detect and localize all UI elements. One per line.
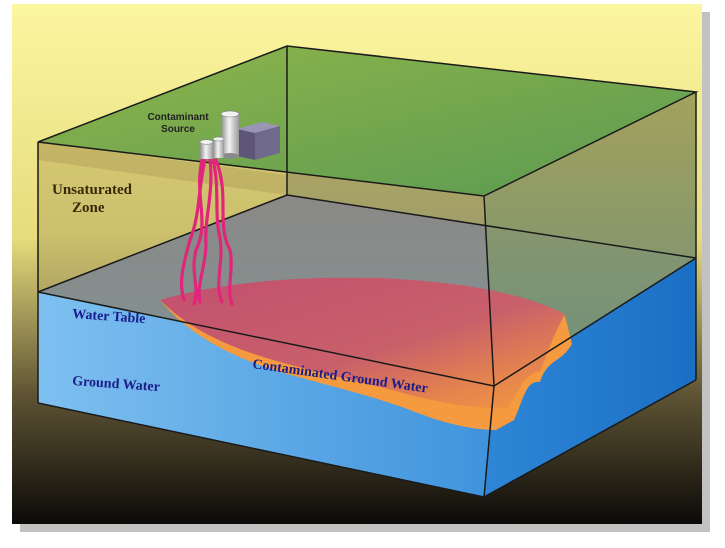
leak-streaks — [179, 158, 234, 306]
storage-tank-medium — [212, 136, 225, 158]
water-table-label: Water Table — [72, 307, 146, 327]
unsaturated-zone-label-line2: Zone — [72, 200, 105, 216]
saturated-zone-right-face — [484, 258, 696, 497]
storage-building-roof — [237, 122, 280, 133]
storage-building-side — [255, 126, 280, 160]
contaminant-source-label-line1: Contaminant — [147, 112, 209, 123]
storage-tank-large — [220, 110, 240, 159]
contaminant-source-label-line2: Source — [161, 124, 195, 135]
saturated-zone-front-face — [38, 292, 494, 497]
box-edges — [37, 45, 699, 498]
storage-tank-small — [199, 139, 214, 159]
ground-water-label: Ground Water — [72, 374, 161, 395]
unsaturated-zone-label-line1: Unsaturated — [52, 182, 133, 198]
storage-building-front — [237, 129, 255, 160]
contaminated-ground-water-plume — [160, 277, 565, 409]
contaminant-source-facility — [199, 110, 280, 160]
